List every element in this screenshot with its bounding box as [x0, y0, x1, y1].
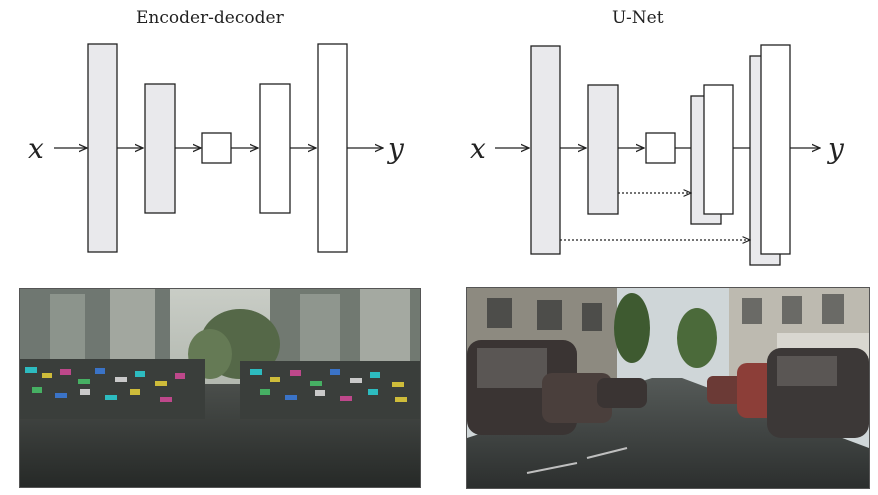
- input-x-label-right: x: [470, 132, 486, 165]
- encoder-decoder-diagram: x y: [28, 43, 405, 253]
- encoder-decoder-title: Encoder-decoder: [136, 8, 284, 28]
- decoder-layer-1: [703, 84, 734, 215]
- input-x-label-left: x: [28, 132, 44, 165]
- encoder-layer-1: [87, 43, 118, 253]
- encoder-layer-2: [144, 83, 176, 214]
- unet-output-image: [466, 287, 870, 489]
- encoder-layer-1: [530, 45, 561, 255]
- unet-title: U-Net: [612, 8, 664, 28]
- decoder-layer-2: [317, 43, 348, 253]
- encoder-decoder-output-image: [19, 288, 421, 488]
- decoder-layer-2: [760, 44, 791, 255]
- output-y-label-left: y: [386, 132, 405, 165]
- decoder-layer-1: [259, 83, 291, 214]
- bottleneck-layer: [645, 132, 676, 164]
- bottleneck-layer: [201, 132, 232, 164]
- output-y-label-right: y: [826, 132, 845, 165]
- encoder-layer-2: [587, 84, 619, 215]
- unet-diagram: x y: [470, 44, 845, 266]
